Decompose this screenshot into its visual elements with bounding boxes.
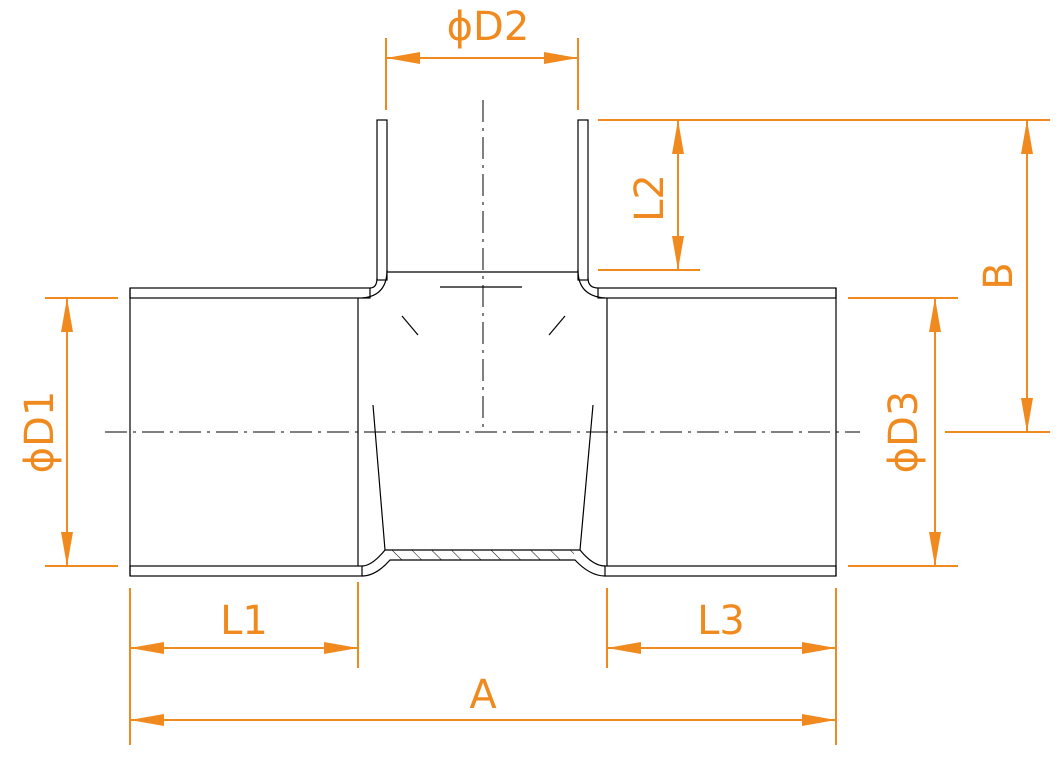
d1-label: ϕD1 [17, 391, 63, 474]
main-bottom-wall-right [604, 565, 837, 577]
main-bottom-wall-left [129, 565, 363, 577]
l1-label: L1 [220, 598, 268, 644]
main-top-wall-right [597, 287, 837, 299]
l2-label: L2 [627, 174, 673, 222]
center-lines [105, 100, 860, 433]
a-label: A [469, 672, 497, 718]
waist-bottom-hatch [392, 550, 574, 560]
waist-taper-left [372, 404, 386, 551]
d3-label: ϕD3 [881, 391, 927, 474]
d2-label: ϕD2 [447, 4, 530, 50]
branch-fillet-right [577, 269, 606, 299]
waist-taper-right [579, 404, 594, 551]
branch-wall-left [376, 119, 388, 281]
junction-mark-right [548, 315, 566, 336]
branch-wall-right [577, 119, 589, 281]
l3-label: L3 [697, 598, 745, 644]
dimensions: ϕD2 L2 B ϕD1 ϕD3 L1 [17, 4, 1050, 745]
branch-fillet-left [361, 269, 388, 299]
b-label: B [976, 262, 1022, 289]
junction-mark-left [401, 315, 419, 336]
main-top-wall-left [129, 287, 371, 299]
